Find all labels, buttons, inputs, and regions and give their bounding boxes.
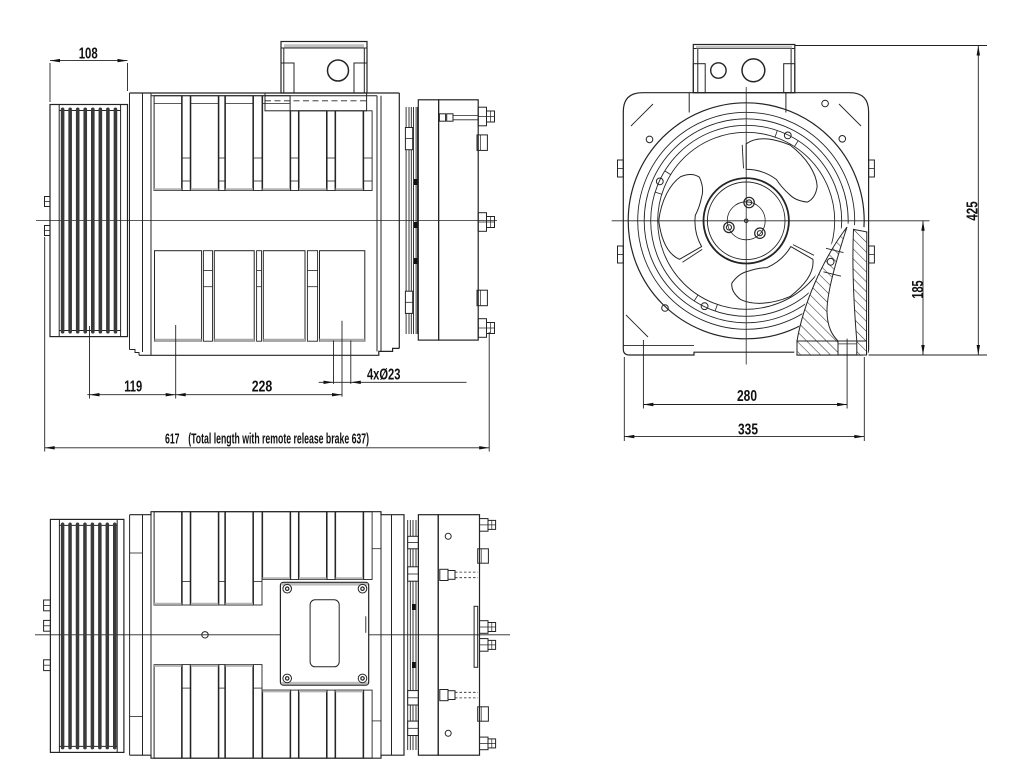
svg-text:335: 335 xyxy=(738,422,758,439)
svg-text:119: 119 xyxy=(124,379,142,396)
svg-text:425: 425 xyxy=(965,201,982,220)
svg-text:4xØ23: 4xØ23 xyxy=(367,367,401,384)
svg-text:617 (Total length with remote: 617 (Total length with remote release br… xyxy=(165,430,369,447)
svg-text:108: 108 xyxy=(79,46,98,63)
svg-text:228: 228 xyxy=(252,379,273,396)
svg-text:185: 185 xyxy=(910,280,927,298)
svg-text:280: 280 xyxy=(737,388,757,405)
